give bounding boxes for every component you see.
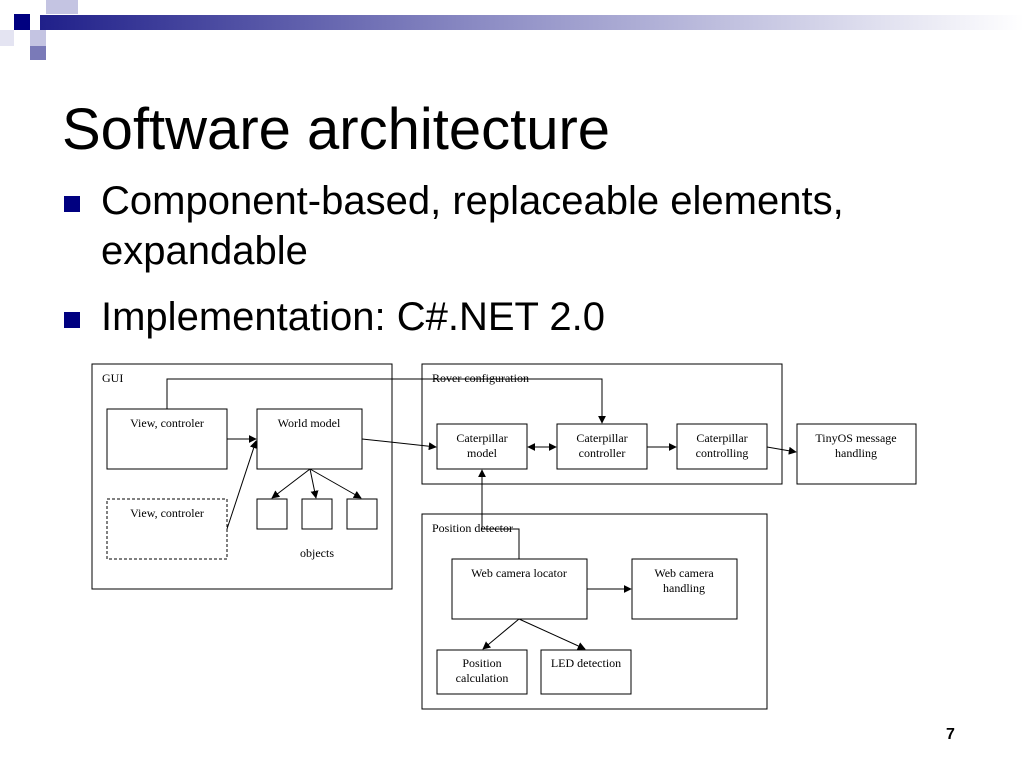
- bullet-text: Implementation: C#.NET 2.0: [101, 295, 605, 339]
- led-detection-label: LED detection: [551, 656, 621, 670]
- rover-configuration-group: Rover configuration: [421, 363, 783, 485]
- bullet-text: Component-based, replaceable elements, e…: [101, 179, 844, 273]
- world-model-box: World model: [256, 408, 363, 470]
- caterpillar-model-box: Caterpillar model: [436, 423, 528, 470]
- caterpillar-model-line1: Caterpillar: [456, 431, 507, 445]
- objects-label: objects: [300, 546, 334, 560]
- tinyos-message-handling-box: TinyOS message handling: [796, 423, 917, 485]
- arrow-view2-to-world: [226, 440, 258, 530]
- object-box: [301, 498, 333, 530]
- position-detector-group: Position detector: [421, 513, 768, 710]
- caterpillar-controlling-line2: controlling: [696, 446, 749, 460]
- caterpillar-controller-line1: Caterpillar: [576, 431, 627, 445]
- bullet-list: Component-based, replaceable elements, e…: [64, 176, 964, 358]
- gui-group: GUI: [91, 363, 393, 590]
- position-calculation-line1: Position: [462, 656, 501, 670]
- web-camera-handling-box: Web camera handling: [631, 558, 738, 620]
- view-controller-box: View, controler: [106, 408, 228, 470]
- position-detector-group-label: Position detector: [432, 521, 513, 535]
- rover-configuration-group-label: Rover configuration: [432, 371, 529, 385]
- bullet-square-icon: [64, 312, 80, 328]
- web-camera-locator-box: Web camera locator: [451, 558, 588, 620]
- web-camera-handling-line1: Web camera: [654, 566, 714, 580]
- arrow-world-to-caterpillar-model: [361, 438, 437, 451]
- web-camera-locator-label: Web camera locator: [471, 566, 567, 580]
- arrow-world-to-object1: [271, 468, 311, 499]
- caterpillar-controlling-box: Caterpillar controlling: [676, 423, 768, 470]
- led-detection-box: LED detection: [540, 649, 632, 695]
- world-model-label: World model: [278, 416, 341, 430]
- arrow-controlling-to-tinyos: [766, 446, 797, 455]
- bullet-square-icon: [64, 196, 80, 212]
- gui-group-label: GUI: [102, 371, 123, 385]
- web-camera-handling-line2: handling: [663, 581, 705, 595]
- object-box: [346, 498, 378, 530]
- caterpillar-controller-line2: controller: [579, 446, 626, 460]
- arrow-world-to-object2: [309, 468, 319, 499]
- slide-header-decoration: [0, 0, 1024, 60]
- tinyos-line2: handling: [835, 446, 877, 460]
- arrow-locator-to-led-detection: [518, 618, 586, 650]
- view-controller-optional-box: View, controler: [106, 498, 228, 560]
- position-calculation-box: Position calculation: [436, 649, 528, 695]
- slide-title: Software architecture: [62, 97, 611, 162]
- bullet-item: Implementation: C#.NET 2.0: [64, 292, 964, 342]
- bullet-item: Component-based, replaceable elements, e…: [64, 176, 964, 276]
- page-number: 7: [946, 726, 955, 743]
- tinyos-line1: TinyOS message: [815, 431, 896, 445]
- arrow-locator-to-caterpillar-model: [478, 469, 520, 559]
- caterpillar-model-line2: model: [467, 446, 498, 460]
- arrow-world-to-object3: [309, 468, 362, 499]
- view-controller-optional-label: View, controler: [130, 506, 204, 520]
- caterpillar-controller-box: Caterpillar controller: [556, 423, 648, 470]
- arrow-locator-to-position-calculation: [482, 618, 520, 650]
- arrow-view-to-caterpillar-controller: [166, 378, 606, 424]
- position-calculation-line2: calculation: [456, 671, 509, 685]
- caterpillar-controlling-line1: Caterpillar: [696, 431, 747, 445]
- object-box: [256, 498, 288, 530]
- view-controller-label: View, controler: [130, 416, 204, 430]
